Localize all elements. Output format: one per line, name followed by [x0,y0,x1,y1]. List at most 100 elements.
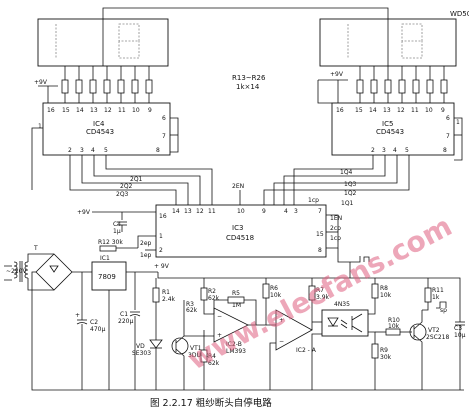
ic5-pin-16: 16 [336,107,344,114]
display-right [319,18,457,67]
ic5-pin-10: 10 [425,107,433,114]
figure-caption: 图 2.2.17 粗纱断头自停电路 [150,397,272,409]
ic4-pin-13: 13 [90,107,98,114]
r11-label: R11 [432,287,444,294]
ic3-pin-11: 11 [208,208,216,215]
ic5-pin-15: 15 [355,107,363,114]
r5-value: 1M [232,302,241,309]
ic4-pin-16: 16 [47,107,55,114]
ic4-pin-3: 3 [80,147,84,154]
display-right-leads [356,66,448,103]
ic4-name: IC4 [93,120,105,128]
bus-1en: 1EN [330,215,342,222]
ic3-pin-4: 4 [284,208,288,215]
c1-label: C1 [120,311,128,318]
c2-value: 470μ [90,326,105,333]
label-2ep: 2ep [140,240,152,247]
c1-value: 220μ [118,318,133,325]
ic4-pin-5: 5 [104,147,108,154]
bus-wiring [69,155,410,205]
ic4-supply: +9V [34,79,48,86]
ic5-pin-2: 2 [371,147,375,154]
ic3-pin-15: 15 [316,231,324,238]
bus-1cp-b: 1cp [330,235,341,242]
ic3-pin-8: 8 [318,247,322,254]
r3-value: 62k [186,307,198,314]
ic5-pin-7: 7 [446,133,450,140]
label-1ep: 1ep [140,252,152,259]
ic5-pin-13: 13 [383,107,391,114]
vt2-part: 2SC218 [426,334,449,341]
ic5-part: CD4543 [376,128,404,136]
bus-2q2: 2Q2 [120,183,133,190]
ic3-pin-9: 9 [262,208,266,215]
c2-plus: + [75,312,80,319]
ic2b-plus: + [217,332,222,339]
r8-label: R8 [380,285,388,292]
r1-label: R1 [162,289,170,296]
ic5-chip: IC5 CD4543 16 15 14 13 12 11 10 9 2 3 4 … [331,102,460,156]
ic4-part: CD4543 [86,128,114,136]
display-left [37,18,169,67]
vt1-part: 3DU12 [188,352,209,359]
r4-value: 62k [208,360,220,367]
ic4-pin-6: 6 [162,115,166,122]
ic5-pin-5: 5 [405,147,409,154]
ic5-pin-3: 3 [382,147,386,154]
ic4-pin-14: 14 [76,107,84,114]
ic4-pin-7: 7 [162,133,166,140]
ic5-pin-1: 1 [456,119,460,126]
r11-value: 1k [432,294,440,301]
regulator-name: IC1 [100,255,110,262]
regulator-part: 7809 [98,273,116,281]
ic4-pin-9: 9 [148,107,152,114]
ic2b-label: IC2-B [226,341,242,348]
r9-label: R9 [380,347,388,354]
ic3-supply: +9V [77,209,91,216]
ic3-pin-12: 12 [196,208,204,215]
ic2a-plus: + [279,317,284,324]
vt2-label: VT2 [428,327,440,334]
ic4-pin-1: 1 [38,123,42,130]
bus-1q2: 1Q2 [344,190,357,197]
ic5-pin-6: 6 [446,115,450,122]
r7-label: R7 [316,287,324,294]
r3-label: R3 [186,301,194,308]
display-left-leads [61,66,153,103]
ic5-pin-14: 14 [369,107,377,114]
r2-value: 62k [208,295,220,302]
ic3-pin-1: 1 [159,233,163,240]
r9-value: 30k [380,354,392,361]
ic2b-minus: − [217,313,222,320]
c3-label: C3 [454,325,462,332]
c4-value: 1μ [113,228,121,235]
c2-label: C2 [90,319,98,326]
ic3-name: IC3 [232,224,243,232]
ic4-pin-2: 2 [68,147,72,154]
ic4-pin-12: 12 [104,107,112,114]
r4-label: R4 [208,353,216,360]
ic4-pin-10: 10 [132,107,140,114]
ic5-pin-12: 12 [397,107,405,114]
vd-label: VD [136,343,145,350]
ic3-chip: IC3 CD4518 14 13 12 11 10 9 4 3 16 1 2 7… [155,204,327,258]
power-supply: ~220V T IC1 7809 + C2 470μ [4,245,464,391]
r6-value: 10k [270,292,282,299]
r5-label: R5 [232,290,240,297]
r1-value: 2.4k [162,296,176,303]
ic3-pin-3: 3 [294,208,298,215]
bus-2en: 2EN [232,183,244,190]
c3-value: 10μ [454,332,466,339]
ic4-chip: IC4 CD4543 16 15 14 13 12 11 10 9 2 3 4 … [38,102,171,156]
ic5-pin-11: 11 [411,107,419,114]
ic5-pin-4: 4 [393,147,397,154]
ic3-pin-13: 13 [184,208,192,215]
r10-value: 10k [388,323,400,330]
sp-label: sp [440,307,447,314]
ic3-pin-7: 7 [318,208,322,215]
c4-label: C4 [113,221,121,228]
r12-label: R12 30k [98,239,123,246]
ic2a-label: IC2 - A [296,347,317,354]
r6-label: R6 [270,285,278,292]
